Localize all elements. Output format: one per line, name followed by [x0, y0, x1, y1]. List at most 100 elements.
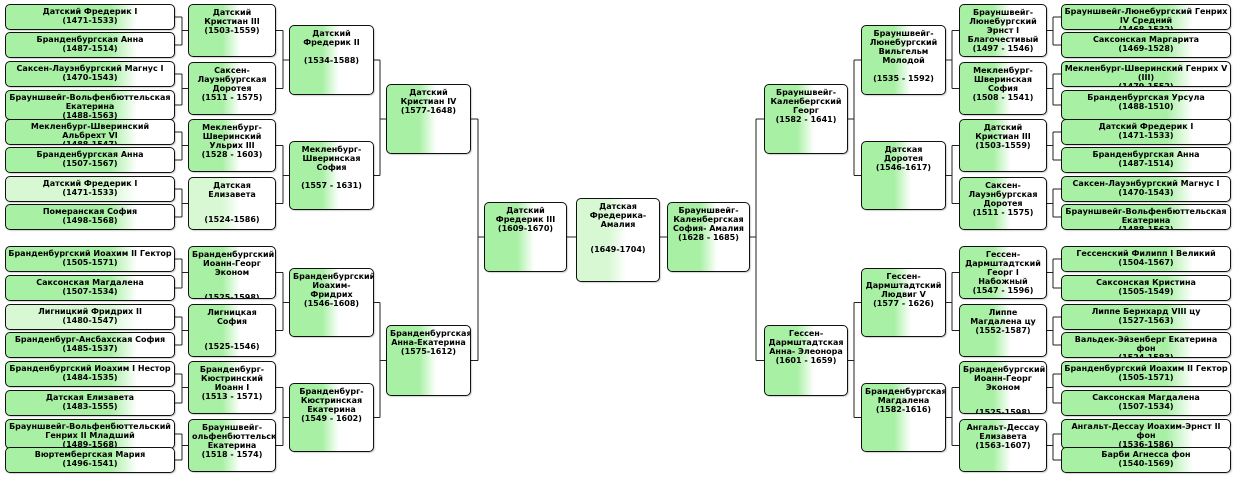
person-box-m4-1[interactable]: Брауншвейг-Люнебургский Эрнст I Благочес… — [959, 4, 1047, 57]
person-box-f4-7[interactable]: Бранденбург-Кюстринский Иоанн I(1513 - 1… — [188, 361, 276, 414]
person-box-m5-5[interactable]: Датский Фредерик I(1471-1533) — [1061, 119, 1231, 145]
person-box-m4-5[interactable]: Гессен-Дармштадтский Георг I Набожный(15… — [959, 246, 1047, 299]
person-box-ff[interactable]: Датский Кристиан IV(1577-1648) — [386, 84, 471, 154]
person-box-f4-6[interactable]: Лигницкая София(1525-1546) — [188, 304, 276, 357]
person-box-fm[interactable]: Бранденбургская Анна-Екатерина(1575-1612… — [386, 325, 471, 396]
person-box-m5-2[interactable]: Саксонская Маргарита(1469-1528) — [1061, 32, 1231, 58]
person-name: Бранденбургская Анна — [36, 150, 144, 159]
person-box-f5-6[interactable]: Бранденбургская Анна(1507-1567) — [5, 147, 175, 173]
person-box-f[interactable]: Датский Фредерик III(1609-1670) — [484, 202, 567, 272]
person-box-f4-2[interactable]: Саксен-Лауэнбургская Доротея(1511 - 1575… — [188, 62, 276, 115]
person-box-mmm[interactable]: Бранденбургская Магдалена(1582-1616) — [861, 383, 946, 452]
person-box-f5-14[interactable]: Датская Елизавета(1483-1555) — [5, 390, 175, 416]
person-dates: (1503-1559) — [204, 26, 260, 35]
person-box-m5-3[interactable]: Мекленбург-Шверинский Генрих V (III)(147… — [1061, 61, 1231, 87]
person-box-m4-3[interactable]: Датский Кристиан III(1503-1559) — [959, 119, 1047, 172]
person-box-m5-8[interactable]: Брауншвейг-Вольфенбюттельская Екатерина(… — [1061, 204, 1231, 230]
person-dates: (1601 - 1659) — [775, 356, 837, 365]
person-box-f5-10[interactable]: Саксонская Магдалена(1507-1534) — [5, 275, 175, 301]
person-box-m[interactable]: Брауншвейг-Каленбергская София- Амалия(1… — [667, 202, 750, 272]
person-dates: (1505-1571) — [62, 258, 118, 267]
person-box-mf[interactable]: Брауншвейг-Каленбергский Георг(1582 - 16… — [764, 84, 848, 154]
person-box-mff[interactable]: Брауншвейг-Люнебургский Вильгельм Молодо… — [861, 25, 946, 95]
person-box-m5-6[interactable]: Бранденбургская Анна(1487-1514) — [1061, 147, 1231, 173]
person-box-f5-5[interactable]: Мекленбург-Шверинский Альбрехт VI(1488-1… — [5, 119, 175, 145]
person-box-f5-16[interactable]: Вюртембергская Мария(1496-1541) — [5, 447, 175, 473]
person-box-m5-10[interactable]: Саксонская Кристина(1505-1549) — [1061, 275, 1231, 301]
person-box-f5-8[interactable]: Померанская София(1498-1568) — [5, 204, 175, 230]
person-name: Бранденбургский Иоанн-Георг Эконом — [192, 250, 275, 277]
person-dates: (1628 - 1685) — [678, 233, 739, 242]
person-dates: (1563-1607) — [975, 441, 1031, 450]
person-dates: (1487-1514) — [62, 44, 118, 53]
person-box-f5-2[interactable]: Бранденбургская Анна(1487-1514) — [5, 32, 175, 58]
person-name: Бранденбург-Кюстринский Иоанн I — [199, 365, 265, 392]
person-box-m5-7[interactable]: Саксен-Лауэнбургский Магнус I(1470-1543) — [1061, 176, 1231, 202]
person-box-m5-16[interactable]: Барби Агнесса фон(1540-1569) — [1061, 447, 1231, 473]
person-box-m5-11[interactable]: Липпе Бернхард VIII цу(1527-1563) — [1061, 304, 1231, 330]
person-box-f5-15[interactable]: Брауншвейг-Вольфенбюттельский Генрих II … — [5, 419, 175, 449]
person-name: Саксен-Лауэнбургская Доротея — [968, 181, 1038, 208]
person-dates: (1609-1670) — [497, 224, 554, 233]
person-box-f5-11[interactable]: Лигницкий Фридрих II(1480-1547) — [5, 304, 175, 330]
person-name: Бранденбургская Анна — [36, 35, 144, 44]
person-name: Бранденбург-Ансбахская София — [14, 335, 166, 344]
person-box-mmf[interactable]: Гессен-Дармштадтский Людвиг V(1577 - 162… — [861, 268, 946, 337]
person-box-fmf[interactable]: Бранденбургский Иоахим-Фридрих(1546-1608… — [289, 268, 374, 337]
person-name: Мекленбург-Шверинский Генрих V (III) — [1064, 64, 1228, 82]
person-dates: (1552-1587) — [975, 326, 1031, 335]
person-name: Датский Фредерик I — [1098, 122, 1194, 131]
person-box-f4-1[interactable]: Датский Кристиан III(1503-1559) — [188, 4, 276, 57]
person-dates: (1525-1598) — [975, 408, 1031, 414]
person-name: Брауншвейг-ольфенбюттельска Екатерина — [192, 423, 276, 450]
person-name: Мекленбург-Шверинский Ульрих III — [202, 123, 262, 150]
person-dates: (1546-1617) — [875, 163, 932, 172]
person-box-m4-6[interactable]: Липпе Магдалена цу(1552-1587) — [959, 304, 1047, 357]
person-box-fmm[interactable]: Бранденбург-Кюстринская Екатерина(1549 -… — [289, 383, 374, 452]
person-name: Брауншвейг-Вольфенбюттельская Екатерина — [1065, 207, 1227, 225]
person-box-m4-4[interactable]: Саксен-Лауэнбургская Доротея(1511 - 1575… — [959, 177, 1047, 230]
person-box-f4-3[interactable]: Мекленбург-Шверинский Ульрих III(1528 - … — [188, 119, 276, 172]
person-box-m4-2[interactable]: Мекленбург-Шверинская София(1508 - 1541) — [959, 62, 1047, 115]
person-box-m4-8[interactable]: Ангальт-Дессау Елизавета(1563-1607) — [959, 419, 1047, 472]
person-dates: (1540-1569) — [1118, 459, 1174, 468]
person-box-m5-1[interactable]: Брауншвейг-Люнебургский Генрих IV Средни… — [1061, 4, 1231, 30]
person-dates: (1577-1648) — [400, 106, 457, 115]
person-box-mfm[interactable]: Датская Доротея(1546-1617) — [861, 141, 946, 210]
person-name: Саксонская Маргарита — [1093, 35, 1199, 44]
person-box-m5-9[interactable]: Гессенский Филипп I Великий(1504-1567) — [1061, 246, 1231, 272]
person-name: Померанская София — [42, 207, 138, 216]
person-dates: (1487-1514) — [1118, 159, 1174, 168]
person-dates: (1483-1555) — [62, 402, 118, 411]
person-dates: (1508 - 1541) — [972, 93, 1034, 102]
person-box-f5-7[interactable]: Датский Фредерик I(1471-1533) — [5, 176, 175, 202]
person-box-mm[interactable]: Гессен-Дармштадтская Анна- Элеонора(1601… — [764, 325, 848, 396]
person-box-f5-13[interactable]: Бранденбургский Иоахим I Нестор(1484-153… — [5, 361, 175, 387]
person-dates: (1505-1571) — [1118, 373, 1174, 382]
person-box-ffm[interactable]: Мекленбург-Шверинская София(1557 - 1631) — [289, 141, 374, 210]
person-name: Датский Кристиан III — [204, 8, 260, 26]
person-name: Вюртембергская Мария — [34, 450, 146, 459]
person-box-f5-9[interactable]: Бранденбургский Иоахим II Гектор(1505-15… — [5, 246, 175, 272]
person-box-m5-12[interactable]: Вальдек-Эйзенберг Екатерина фон(1524-158… — [1061, 332, 1231, 358]
person-box-f5-12[interactable]: Бранденбург-Ансбахская София(1485-1537) — [5, 332, 175, 358]
person-box-m5-15[interactable]: Ангальт-Дессау Иоахим-Эрнст II фон(1536-… — [1061, 419, 1231, 449]
person-box-fff[interactable]: Датский Фредерик II(1534-1588) — [289, 25, 374, 95]
person-name: Лигницкая София — [207, 308, 257, 326]
person-box-m5-14[interactable]: Саксонская Магдалена(1507-1534) — [1061, 390, 1231, 416]
person-box-f4-8[interactable]: Брауншвейг-ольфенбюттельска Екатерина(15… — [188, 419, 276, 472]
person-box-center[interactable]: Датская Фредерика-Амалия(1649-1704) — [576, 198, 660, 282]
person-name: Гессенский Филипп I Великий — [1076, 249, 1216, 258]
person-box-f5-1[interactable]: Датский Фредерик I(1471-1533) — [5, 4, 175, 30]
person-box-m4-7[interactable]: Бранденбургский Иоанн-Георг Эконом(1525-… — [959, 361, 1047, 414]
person-box-f4-4[interactable]: Датская Елизавета(1524-1586) — [188, 177, 276, 230]
person-name: Ангальт-Дессау Елизавета — [966, 423, 1040, 441]
person-box-f4-5[interactable]: Бранденбургский Иоанн-Георг Эконом(1525-… — [188, 246, 276, 299]
person-dates: (1518 - 1574) — [201, 450, 263, 459]
person-box-m5-4[interactable]: Бранденбургская Урсула(1488-1510) — [1061, 90, 1231, 120]
person-box-f5-4[interactable]: Брауншвейг-Вольфенбюттельская Екатерина(… — [5, 90, 175, 120]
person-dates: (1511 - 1575) — [972, 208, 1034, 217]
person-name: Датская Доротея — [883, 145, 924, 163]
person-box-m5-13[interactable]: Бранденбургский Иоахим II Гектор(1505-15… — [1061, 361, 1231, 387]
person-box-f5-3[interactable]: Саксен-Лауэнбургский Магнус I(1470-1543) — [5, 61, 175, 87]
